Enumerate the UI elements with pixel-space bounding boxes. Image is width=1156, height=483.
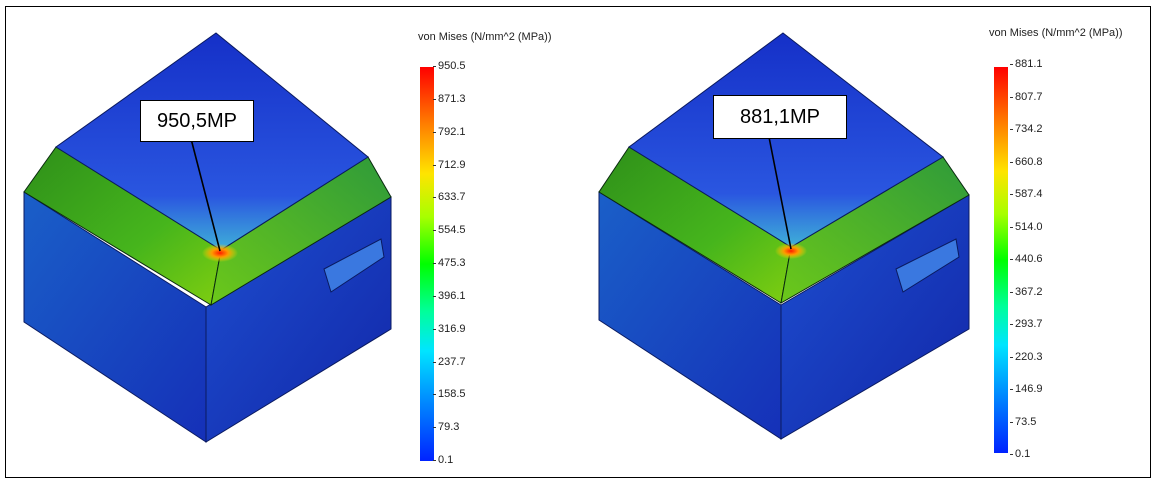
- right-tick-label: 0.1: [1009, 448, 1031, 460]
- left-tick-label: 158.5: [433, 388, 466, 401]
- right-tick-label: 73.5: [1009, 415, 1037, 428]
- right-tick-label: 440.6: [1010, 253, 1043, 265]
- right-tick-label: 881.1: [1010, 58, 1043, 70]
- right-legend-title: von Mises (N/mm^2 (MPa)): [989, 27, 1123, 39]
- left-colorbar: [420, 67, 434, 461]
- left-legend-title: von Mises (N/mm^2 (MPa)): [418, 31, 552, 43]
- left-tick-label: 633.7: [433, 191, 466, 204]
- right-leader-line: [768, 136, 792, 250]
- left-tick-label: 237.7: [433, 355, 466, 368]
- left-callout: 950,5MP: [140, 100, 254, 142]
- left-tick-label: 554.5: [433, 224, 466, 237]
- right-tick-label: 734.2: [1010, 123, 1043, 135]
- figure-frame: 950,5MP von Mises (N/mm^2 (MPa)) 950.5 87…: [5, 6, 1151, 478]
- right-tick-label: 146.9: [1010, 383, 1043, 395]
- left-tick-label: 475.3: [433, 257, 466, 269]
- left-slot: [323, 238, 385, 293]
- right-tick-label: 293.7: [1010, 318, 1043, 330]
- right-tick-label: 514.0: [1010, 220, 1043, 233]
- right-callout: 881,1MP: [713, 95, 847, 139]
- right-hotspot: [775, 243, 807, 259]
- left-stress-model: [23, 32, 392, 443]
- left-leader-line: [187, 126, 221, 252]
- left-tick-label: 712.9: [433, 158, 466, 171]
- left-tick-label: 950.5: [433, 60, 466, 72]
- right-tick-label: 367.2: [1010, 285, 1043, 298]
- left-tick-label: 316.9: [433, 322, 466, 335]
- left-tick-label: 79.3: [432, 421, 460, 434]
- left-tick-label: 792.1: [433, 125, 466, 138]
- left-tick-label: 871.3: [433, 92, 466, 105]
- right-colorbar: [994, 67, 1008, 453]
- right-tick-label: 660.8: [1010, 155, 1043, 168]
- left-tick-label: 396.1: [433, 289, 466, 302]
- right-slot: [895, 238, 960, 293]
- left-hotspot: [202, 244, 238, 262]
- right-tick-label: 807.7: [1010, 90, 1043, 103]
- right-tick-label: 587.4: [1010, 188, 1043, 200]
- left-tick-label: 0.1: [432, 454, 454, 466]
- right-tick-label: 220.3: [1010, 350, 1043, 363]
- right-panel: 881,1MP von Mises (N/mm^2 (MPa)) 881.1 80…: [581, 7, 1151, 477]
- right-stress-model: [598, 32, 970, 440]
- left-panel: 950,5MP von Mises (N/mm^2 (MPa)) 950.5 87…: [6, 7, 581, 477]
